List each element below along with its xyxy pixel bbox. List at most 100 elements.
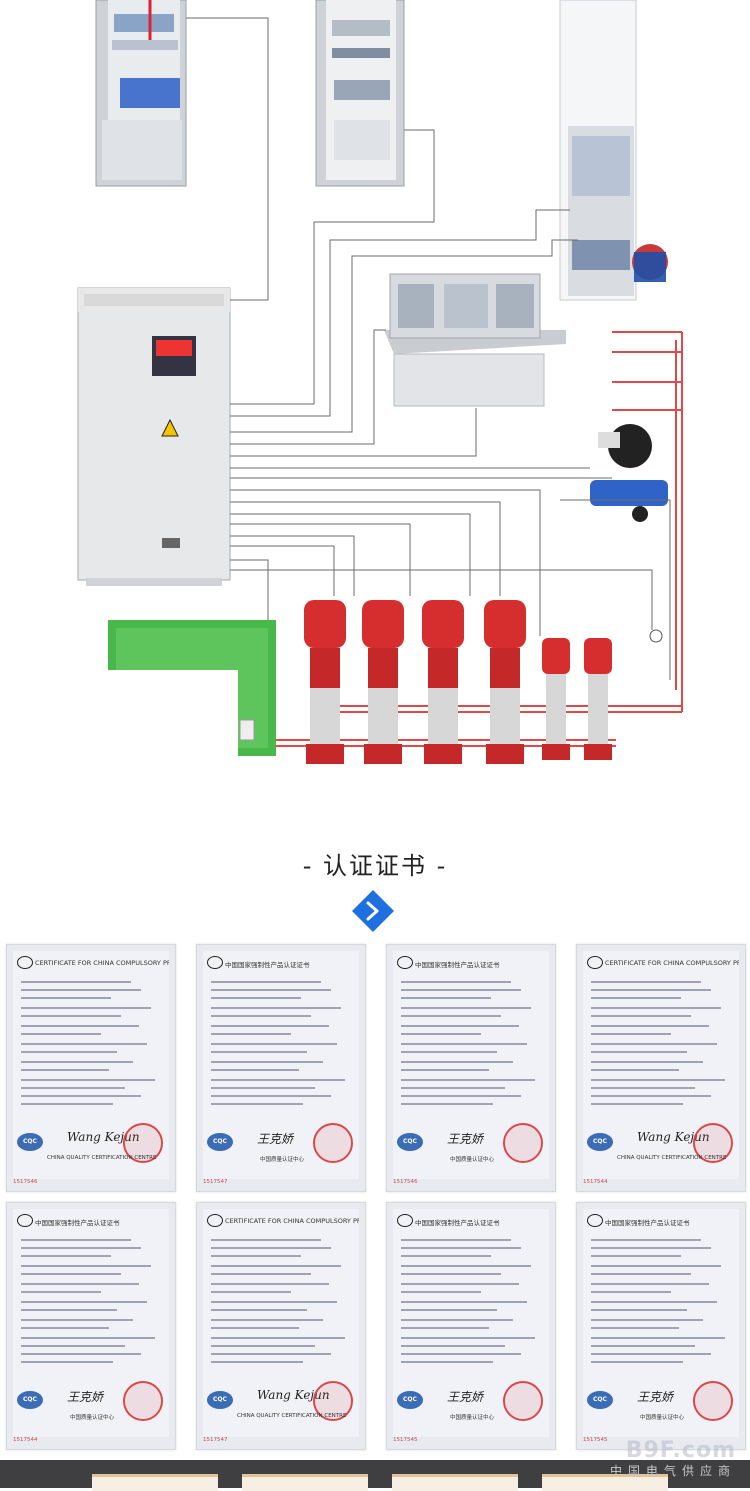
certificate-text-line [591,1309,687,1311]
certificate-text-line [591,1061,703,1063]
water-tank [108,620,276,756]
certificate-text-line [591,1273,691,1275]
certificate-text-line [21,1095,141,1097]
footer-tab-2[interactable] [242,1474,368,1491]
pressure-gauge-icon [649,629,663,643]
certificate-serial: 1517547 [203,1179,228,1185]
fire-pump-control-panel [77,287,231,586]
cqc-logo-icon: CQC [17,1391,43,1409]
certificate-issuer: 中国质量认证中心 [639,1415,684,1421]
certificate-text-line [21,1273,121,1275]
certificate-text-line [21,1345,125,1347]
certificate-issuer: CHINA QUALITY CERTIFICATION CENTRE [47,1155,157,1161]
certificate-text-line [211,1337,345,1339]
footer-tab-1[interactable] [92,1474,218,1491]
open-cabinet-middle [315,0,405,187]
certificate-text-line [211,1301,337,1303]
certificate-text-line [401,1255,491,1257]
certificate-text-line [591,1033,671,1035]
certificate-text-line [21,1361,113,1363]
certificate-text-line [401,1069,489,1071]
certificate-text-line [21,1069,109,1071]
certificate-issuer: 中国质量认证中心 [259,1157,304,1163]
certificate-text-line [401,1247,521,1249]
certificate-text-line [211,1069,299,1071]
system-diagram [77,0,683,764]
control-console [384,273,566,407]
ccc-logo-icon [207,956,223,969]
watermark-logo: B9F.com [625,1438,736,1463]
certificate-text-line [401,989,521,991]
certificate-text-line [401,1103,493,1105]
certificate-text-line [211,1361,303,1363]
certificate-text-line [211,1265,341,1267]
certificate-text-line [211,997,301,999]
certificate-title: 中国国家强制性产品认证证书 [415,961,500,969]
certificate-text-line [401,1095,521,1097]
certificate-text-line [211,1327,299,1329]
signature: Wang Kejun [67,1130,140,1144]
certificate-text-line [401,1361,493,1363]
certificate-issuer: CHINA QUALITY CERTIFICATION CENTRE [237,1413,347,1419]
certificate-text-line [21,1087,125,1089]
certificate-text-line [21,1079,155,1081]
certificate-text-line [21,1051,117,1053]
certificate-text-line [401,1033,481,1035]
certificate-text-line [211,1043,337,1045]
certificate-text-line [401,1043,527,1045]
certificate-text-line [591,1319,703,1321]
ccc-logo-icon [207,1214,223,1227]
certificate-text-line [21,1247,141,1249]
certificate-text-line [401,981,511,983]
watermark-subtitle: 中国电气供应商 [609,1464,736,1478]
certificate-card[interactable]: CERTIFICATE FOR CHINA COMPULSORY PRODUCT… [196,1202,366,1450]
certificate-text-line [211,1025,329,1027]
cqc-logo-icon: CQC [587,1133,613,1151]
certificate-text-line [401,1265,531,1267]
certificate-text-line [401,1051,497,1053]
certificate-title: 中国国家强制性产品认证证书 [225,961,310,969]
certificate-text-line [21,1043,147,1045]
certificate-text-line [211,1095,331,1097]
certificate-serial: 1517546 [13,1179,38,1185]
certificate-serial: 1517545 [393,1437,418,1443]
certificate-title: 中国国家强制性产品认证证书 [35,1219,120,1227]
certificate-card[interactable]: CERTIFICATE FOR CHINA COMPULSORY PRODUCT… [576,944,746,1192]
official-seal-icon [503,1381,543,1421]
certificate-text-line [591,989,711,991]
certificate-text-line [401,1015,501,1017]
certificate-text-line [21,1007,151,1009]
official-seal-icon [693,1381,733,1421]
certificate-text-line [401,1007,531,1009]
certificate-text-line [211,1353,331,1355]
certificate-title: CERTIFICATE FOR CHINA COMPULSORY PRODUCT… [35,959,169,967]
certificate-text-line [211,1079,345,1081]
certificate-serial: 1517544 [13,1437,38,1443]
footer-tab-4[interactable] [542,1474,668,1491]
certificate-text-line [591,1327,679,1329]
certificate-text-line [211,1007,341,1009]
certificate-text-line [211,981,321,983]
certificate-issuer: 中国质量认证中心 [69,1415,114,1421]
certificate-text-line [591,1007,721,1009]
connection-lines [186,17,671,680]
certificate-text-line [401,997,491,999]
certificate-title: CERTIFICATE FOR CHINA COMPULSORY PRODUCT… [225,1217,359,1225]
fire-pumps [304,600,612,764]
signature: Wang Kejun [257,1388,330,1402]
certificate-text-line [591,1025,709,1027]
certificate-text-line [21,1291,101,1293]
certificate-text-line [591,1069,679,1071]
certificate-text-line [21,1309,117,1311]
footer-tab-3[interactable] [392,1474,518,1491]
certificate-text-line [401,1087,505,1089]
certificate-text-line [401,1301,527,1303]
certificate-text-line [21,1265,151,1267]
certificate-card[interactable]: CERTIFICATE FOR CHINA COMPULSORY PRODUCT… [6,944,176,1192]
certificate-text-line [401,1061,513,1063]
